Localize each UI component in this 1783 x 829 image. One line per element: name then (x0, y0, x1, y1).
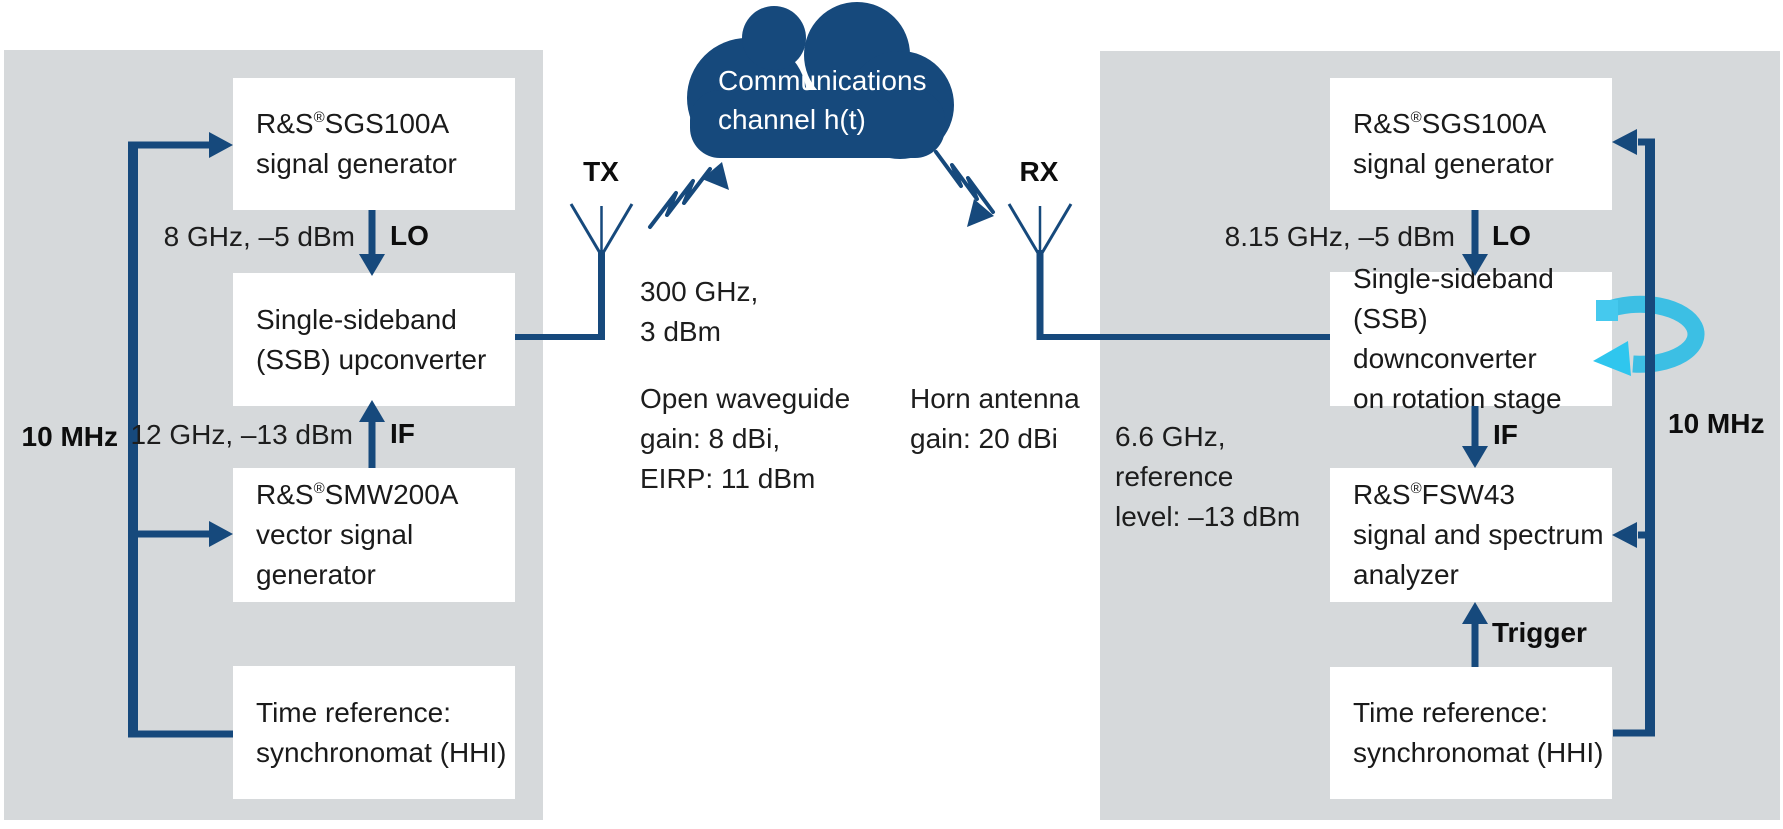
tx-wave-icon (648, 162, 729, 229)
tx-if-value: 12 GHz, –13 dBm (130, 419, 353, 450)
box-ssb-upconverter: Single-sideband(SSB) upconverter (233, 273, 515, 406)
tx-signal-info: 300 GHz,3 dBm (640, 276, 759, 347)
rx-antenna-label: RX (1019, 156, 1059, 187)
rx-wave-icon (934, 150, 995, 227)
rx-if-port: IF (1493, 419, 1518, 450)
box-time-reference-tx: Time reference:synchronomat (HHI) (233, 666, 515, 799)
tx-ref-clock-label: 10 MHz (21, 421, 118, 452)
tx-antenna-icon (569, 203, 634, 340)
rx-antenna-icon (1007, 203, 1073, 340)
box-time-reference-rx: Time reference:synchronomat (HHI) (1330, 667, 1612, 799)
cloud-label: Communications channel h(t) (718, 61, 927, 139)
tx-lo-port: LO (390, 220, 429, 251)
rx-lo-port: LO (1492, 220, 1531, 251)
rx-ref-clock-label: 10 MHz (1668, 408, 1765, 439)
cloud-label-line1: Communications (718, 65, 927, 96)
rx-trigger-port: Trigger (1492, 617, 1587, 648)
rx-lo-value: 8.15 GHz, –5 dBm (1224, 221, 1455, 252)
tx-if-port: IF (390, 418, 415, 449)
tx-lo-value: 8 GHz, –5 dBm (163, 221, 355, 252)
cloud-label-line2: channel h(t) (718, 104, 866, 135)
tx-antenna-label: TX (583, 156, 619, 187)
